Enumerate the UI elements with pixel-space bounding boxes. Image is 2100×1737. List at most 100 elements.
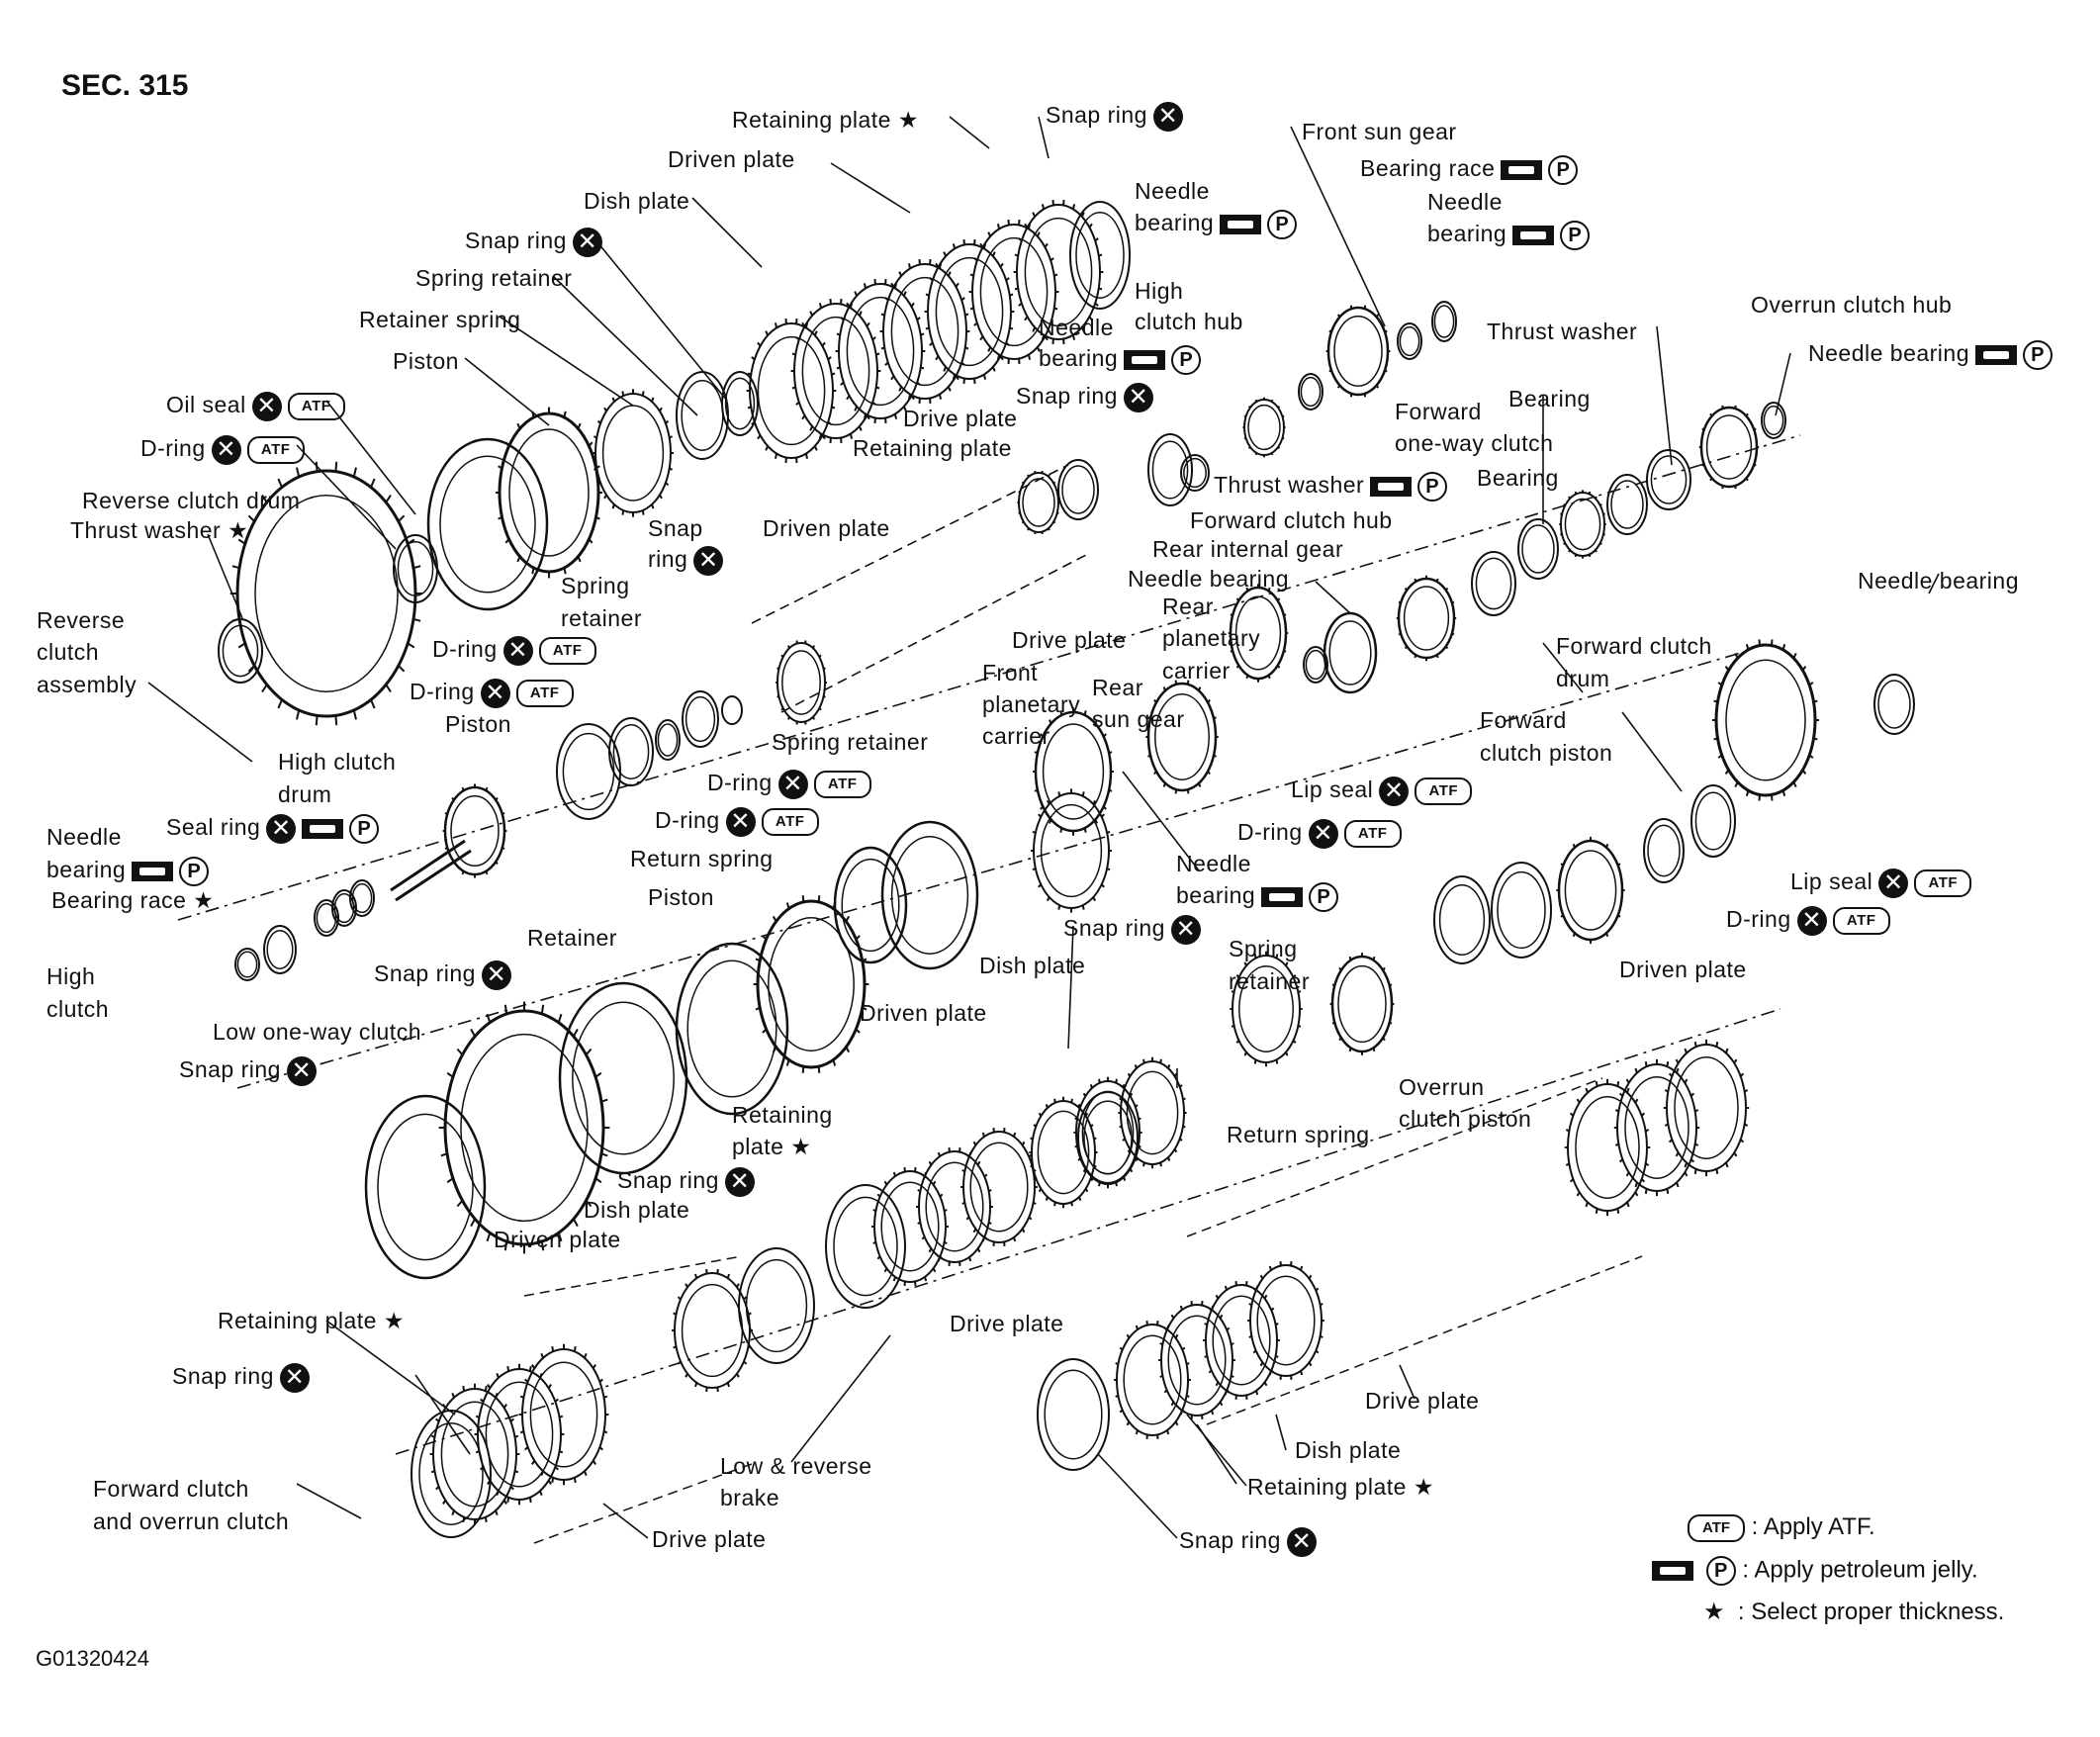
oil-seal-ring-inner (439, 455, 536, 594)
needle-bearing-shape-inner (1300, 376, 1322, 408)
part-label-text: Front (982, 660, 1039, 686)
x-circle-icon: ✕ (724, 1167, 755, 1197)
part-label-text: D-ring (1237, 819, 1303, 846)
part-label-text: clutch hub (1135, 309, 1243, 334)
x-circle-icon: ✕ (481, 960, 511, 990)
part-label-needle-bearing-3: Needle (1039, 315, 1114, 340)
leader-line-4 (691, 197, 763, 268)
part-label-d-ring-6: D-ring✕ATF (1237, 819, 1402, 849)
retainer-shape-inner (686, 960, 777, 1098)
part-label-text: Needle bearing (1128, 566, 1290, 592)
part-label-forward-clutch-piston-a: Forward (1480, 707, 1567, 733)
part-label-spring-retainer-2a: Spring (561, 573, 629, 598)
leader-line-31 (1315, 581, 1351, 614)
overrun-clutch-piston-shape (1330, 955, 1394, 1053)
part-label-text: Snap ring (374, 960, 476, 987)
part-label-text: High clutch (278, 749, 397, 775)
part-label-rear-planetary-c: carrier (1162, 658, 1231, 684)
drive-plate-3-pack-1-teeth (916, 1147, 993, 1266)
part-label-snap-ring-4b: ring✕ (648, 546, 724, 576)
high-clutch-drum-shape-teeth (442, 783, 507, 878)
part-label-retainer-spring: Retainer spring (359, 307, 520, 332)
part-label-piston-2: Piston (445, 711, 511, 737)
part-label-snap-ring-7: Snap ring✕ (179, 1056, 317, 1086)
part-label-high-clutch-hub: High (1135, 278, 1183, 304)
drive-plate-3-pack-1 (918, 1150, 991, 1263)
driven-plate-5-shape-inner (681, 1283, 744, 1378)
part-label-text: retainer (561, 605, 642, 631)
part-label-rear-planetary-b: planetary (1162, 625, 1260, 651)
drive-plate-4-pack-3 (1249, 1264, 1323, 1377)
thrust-washer-2-shape-inner (1475, 557, 1512, 610)
snap-ring-3-shape-inner (1151, 440, 1189, 500)
clutch-plate-5-inner (979, 236, 1049, 347)
part-label-text: ring (648, 546, 688, 573)
drive-plate-4-pack-2 (1205, 1284, 1278, 1397)
part-label-driven-plate-5: Driven plate (494, 1227, 621, 1252)
petroleum-p-icon: P (1309, 882, 1339, 912)
legend-atf-text: Apply ATF. (1763, 1513, 1875, 1540)
part-label-front-planetary-b: planetary (982, 691, 1080, 717)
jelly-icon (1652, 1561, 1693, 1581)
forward-clutch-hub-shape (1397, 577, 1456, 660)
part-label-text: Piston (648, 884, 714, 910)
snap-ring-shape (721, 371, 759, 436)
part-label-text: Retainer (527, 925, 617, 951)
clutch-plate-1-teeth (790, 299, 881, 443)
part-label-text: Snap ring (172, 1363, 274, 1390)
driven-plate-4-pack-1-inner (1081, 1090, 1135, 1175)
part-label-forward-one-way-b: one-way clutch (1395, 430, 1553, 456)
x-circle-icon: ✕ (502, 636, 533, 666)
part-label-text: Retaining plate (853, 435, 1012, 461)
clutch-plate-4-inner (935, 256, 1004, 367)
snap-ring-8-shape-inner (833, 1196, 898, 1297)
spring-retainer-3-shape (1033, 792, 1110, 909)
part-label-text: bearing (1135, 210, 1215, 236)
part-label-text: Bearing (1477, 465, 1559, 491)
part-label-text: clutch (46, 996, 110, 1022)
part-label-text: Low one-way clutch (213, 1019, 421, 1045)
part-label-snap-ring-4a: Snap (648, 515, 703, 541)
needle-bearing-3-shape-inner (1183, 457, 1207, 489)
part-label-high-clutch-drum-a: High clutch (278, 749, 396, 775)
x-circle-icon: ✕ (480, 679, 510, 708)
d-ring-2-shape (608, 717, 654, 786)
needle-bearing-4-shape (1761, 402, 1786, 439)
part-label-text: carrier (1162, 658, 1231, 684)
x-circle-icon: ✕ (1796, 906, 1827, 936)
driven-plate-3-pack-2-inner (1674, 1056, 1739, 1159)
part-label-drive-plate-1: Drive plate (903, 406, 1017, 431)
low-one-way-clutch-shape-inner (460, 1033, 589, 1223)
part-label-text: Bearing race ★ (51, 887, 215, 913)
rear-internal-gear-shape-inner (1328, 620, 1372, 686)
leader-line-22 (296, 1483, 362, 1519)
part-label-spring-retainer-3: Spring retainer (772, 729, 928, 755)
retainer-spring-shape-teeth (593, 389, 674, 517)
leader-line-1 (1038, 116, 1050, 159)
front-planetary-gear-shape-teeth (1033, 707, 1114, 836)
forward-clutch-piston-shape-inner (1564, 850, 1617, 931)
clutch-plate-2-teeth (835, 279, 926, 423)
part-label-text: Needle (46, 824, 122, 850)
leader-line-10 (296, 444, 397, 550)
needle-bearing-3-shape (1180, 454, 1210, 492)
x-circle-icon: ✕ (266, 814, 297, 844)
part-label-text: D-ring (707, 770, 773, 796)
clutch-pack-outline (751, 464, 1089, 713)
part-label-text: Front sun gear (1302, 119, 1457, 144)
part-label-text: Rear (1092, 675, 1143, 700)
part-label-drive-plate-2: Drive plate (1012, 627, 1126, 653)
part-label-text: planetary (1162, 625, 1261, 651)
petroleum-p-icon: P (1705, 1556, 1736, 1586)
part-label-retainer: Retainer (527, 925, 617, 951)
part-label-overrun-clutch-piston-a: Overrun (1399, 1074, 1485, 1100)
spring-retainer-2-shape (682, 690, 719, 748)
front-sun-gear-shape-teeth (1325, 305, 1391, 398)
overrun-clutch-hub-shape-inner (1705, 414, 1753, 480)
part-label-text: Snap ring (465, 228, 567, 254)
driven-plate-4-pack-2-teeth (1118, 1056, 1187, 1169)
legend-atf: ATF : Apply ATF. (1682, 1513, 1875, 1542)
piston-3-shape-inner (768, 917, 855, 1051)
part-label-text: clutch piston (1480, 740, 1613, 766)
part-label-text: Snap ring (1046, 102, 1147, 129)
